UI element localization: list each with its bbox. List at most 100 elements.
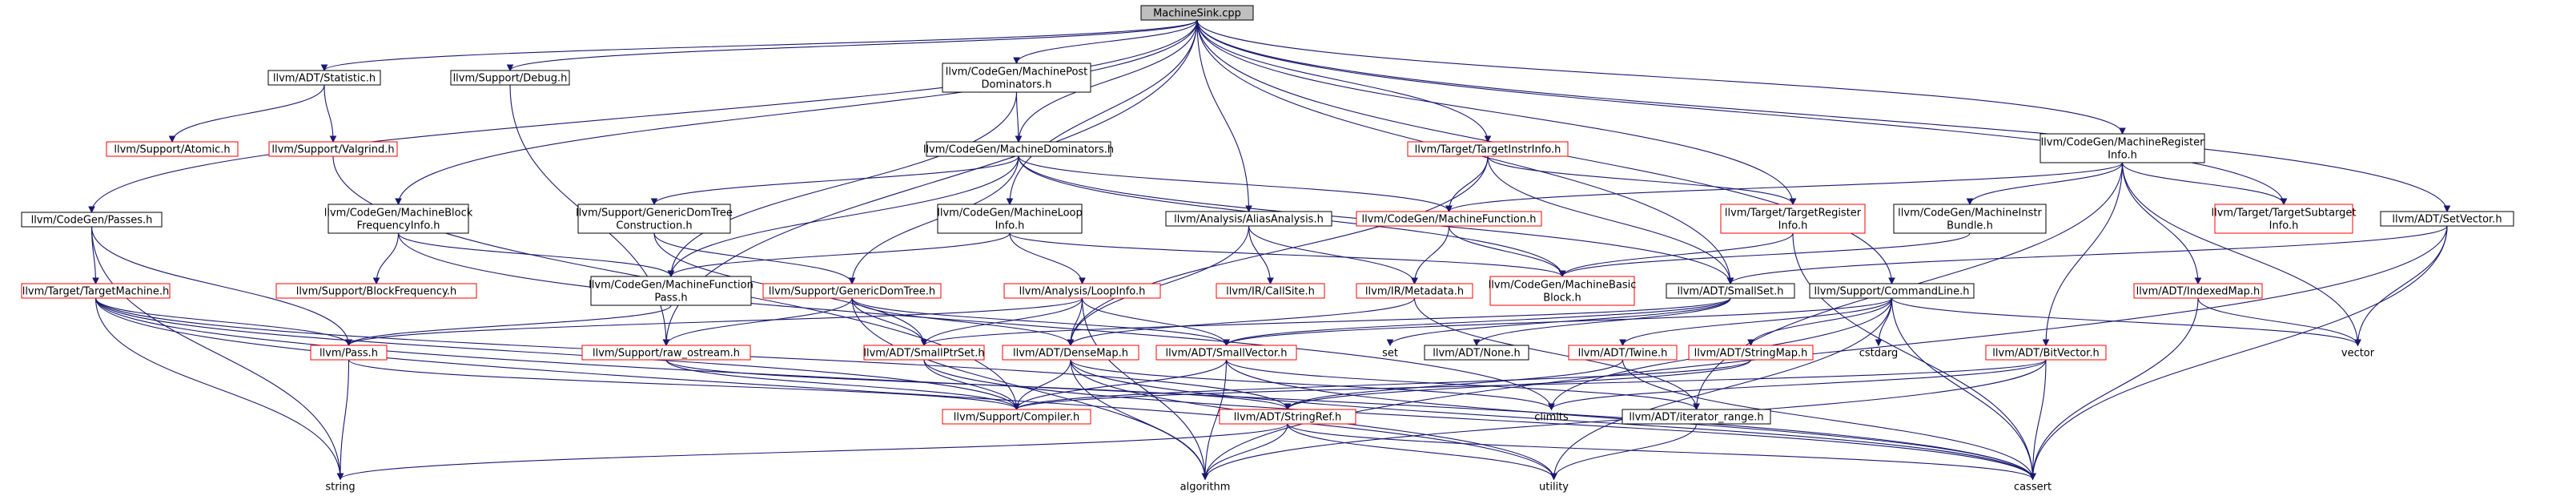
dependency-edge: [1969, 162, 2124, 205]
node-box: [1568, 345, 1678, 361]
node-twine[interactable]: llvm/ADT/Twine.h: [1568, 345, 1678, 361]
node-box: [275, 283, 477, 299]
node-label: llvm/CodeGen/MachineInstr: [1898, 208, 2042, 220]
node-box: [1489, 276, 1635, 306]
dependency-edge: [1561, 232, 1794, 277]
node-bitvector[interactable]: llvm/ADT/BitVector.h: [1985, 345, 2107, 361]
node-setvector[interactable]: llvm/ADT/SetVector.h: [2380, 211, 2514, 227]
edge-arrowhead: [345, 339, 352, 347]
dependency-edge: [94, 297, 341, 480]
edge-arrowhead: [650, 198, 658, 206]
node-label: Info.h: [2108, 150, 2137, 162]
node-utility: utility: [1539, 482, 1569, 494]
node-indexedmap[interactable]: llvm/ADT/IndexedMap.h: [2133, 283, 2263, 299]
node-metadata[interactable]: llvm/IR/Metadata.h: [1356, 283, 1473, 299]
node-label: llvm/Support/GenericDomTree.h: [769, 286, 935, 298]
edge-arrowhead: [1550, 473, 1557, 481]
node-box: [1622, 409, 1771, 425]
node-box: [450, 70, 570, 86]
node-box: [2380, 211, 2514, 227]
node-label: llvm/IR/CallSite.h: [1226, 286, 1315, 298]
node-atomic[interactable]: llvm/Support/Atomic.h: [106, 141, 239, 157]
node-smallvector[interactable]: llvm/ADT/SmallVector.h: [1155, 345, 1297, 361]
dependency-edge: [1196, 19, 2124, 135]
node-mf[interactable]: llvm/CodeGen/MachineFunction.h: [1356, 211, 1542, 227]
dependency-edge: [1015, 359, 1228, 410]
dependency-edge: [1204, 423, 1288, 480]
node-label: llvm/ADT/DenseMap.h: [1013, 348, 1128, 360]
dependency-edge: [1018, 19, 1198, 143]
node-box: [21, 212, 163, 228]
node-stringmap[interactable]: llvm/ADT/StringMap.h: [1688, 345, 1814, 361]
node-statistic[interactable]: llvm/ADT/Statistic.h: [267, 70, 381, 86]
node-box: [1666, 283, 1795, 299]
dependency-edge: [1287, 423, 1555, 480]
node-debug[interactable]: llvm/Support/Debug.h: [450, 70, 570, 86]
node-root[interactable]: MachineSink.cpp: [1140, 5, 1254, 21]
dependency-edge: [1070, 359, 2034, 480]
edge-arrowhead: [1747, 339, 1754, 347]
node-box: [267, 70, 381, 86]
dependency-edge: [2357, 225, 2448, 346]
edge-arrowhead: [667, 270, 675, 278]
node-label: llvm/ADT/SmallPtrSet.h: [863, 348, 984, 360]
node-blockfreq[interactable]: llvm/Support/BlockFrequency.h: [275, 283, 477, 299]
dependency-edge: [94, 297, 1555, 480]
node-stringref[interactable]: llvm/ADT/StringRef.h: [1219, 409, 1356, 425]
node-gdt[interactable]: llvm/Support/GenericDomTree.h: [762, 283, 942, 299]
edge-arrowhead: [2042, 339, 2050, 347]
node-tm[interactable]: llvm/Target/TargetMachine.h: [21, 283, 171, 299]
node-label: llvm/CodeGen/MachineBasic: [1489, 280, 1637, 292]
node-box: [310, 345, 388, 361]
node-pass[interactable]: llvm/Pass.h: [310, 345, 388, 361]
dependency-edge: [1287, 423, 2034, 480]
node-box: [577, 204, 731, 234]
node-cstdarg: cstdarg: [1859, 348, 1899, 360]
node-iterrange[interactable]: llvm/ADT/iterator_range.h: [1622, 409, 1771, 425]
node-compiler[interactable]: llvm/Support/Compiler.h: [942, 409, 1091, 425]
dependency-edge: [397, 232, 1553, 410]
node-densemap[interactable]: llvm/ADT/DenseMap.h: [1002, 345, 1139, 361]
edge-arrowhead: [1473, 339, 1481, 347]
node-label: llvm/ADT/SmallVector.h: [1166, 348, 1288, 360]
node-tii[interactable]: llvm/Target/TargetInstrInfo.h: [1407, 141, 1569, 157]
node-cassert: cassert: [2014, 482, 2052, 494]
node-passes[interactable]: llvm/CodeGen/Passes.h: [21, 212, 163, 228]
node-box: [1720, 204, 1866, 234]
node-label: llvm/ADT/None.h: [1433, 348, 1520, 360]
node-rawostream[interactable]: llvm/Support/raw_ostream.h: [581, 345, 751, 361]
node-label: llvm/Target/TargetRegister: [1725, 208, 1862, 220]
node-label: vector: [2341, 348, 2375, 360]
node-box: [1356, 211, 1542, 227]
node-callsite[interactable]: llvm/IR/CallSite.h: [1216, 283, 1325, 299]
node-cmdline[interactable]: llvm/Support/CommandLine.h: [1809, 283, 1975, 299]
edge-arrowhead: [1013, 403, 1020, 411]
edge-arrowhead: [1966, 198, 1974, 206]
node-loopinfo[interactable]: llvm/Analysis/LoopInfo.h: [1003, 283, 1161, 299]
dependency-edge: [1476, 297, 1731, 346]
dependency-edge: [1792, 232, 2034, 480]
node-gdtc[interactable]: llvm/Support/GenericDomTreeConstruction.…: [576, 204, 733, 234]
node-aa[interactable]: llvm/Analysis/AliasAnalysis.h: [1165, 211, 1332, 227]
node-smallptrset[interactable]: llvm/ADT/SmallPtrSet.h: [863, 345, 985, 361]
node-valgrind[interactable]: llvm/Support/Valgrind.h: [268, 141, 398, 157]
node-label: Pass.h: [654, 292, 687, 304]
node-climits: climits: [1534, 412, 1569, 424]
node-smallset[interactable]: llvm/ADT/SmallSet.h: [1666, 283, 1795, 299]
node-mdom[interactable]: llvm/CodeGen/MachineDominators.h: [923, 141, 1114, 157]
node-label: llvm/Support/Atomic.h: [114, 144, 230, 156]
node-none[interactable]: llvm/ADT/None.h: [1424, 345, 1529, 361]
node-label: llvm/IR/Metadata.h: [1365, 286, 1464, 298]
edge-arrowhead: [1015, 135, 1023, 143]
dependency-edge: [851, 155, 1019, 284]
node-label: string: [325, 482, 355, 494]
